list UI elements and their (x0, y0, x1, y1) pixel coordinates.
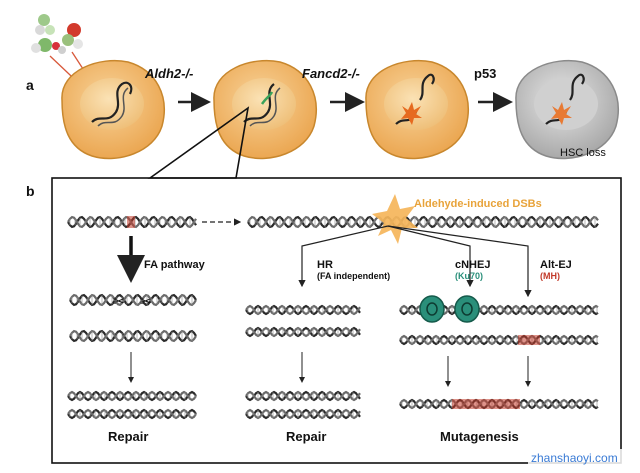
altej-branch-arrow (387, 225, 532, 298)
panel-a-label: a (26, 77, 34, 93)
cnhej-subtitle: (Ku70) (455, 271, 483, 281)
step-aldh2-label: Aldh2-/- (144, 66, 193, 81)
dna-mutagenesis-result (399, 398, 599, 410)
step-fancd2-label: Fancd2-/- (302, 66, 360, 81)
cnhej-title: cNHEJ (455, 259, 490, 271)
panel-b-label: b (26, 183, 35, 199)
result-mutagenesis: Mutagenesis (440, 429, 519, 444)
hr-branch-arrow (298, 225, 389, 288)
dna-nhej-lower (399, 334, 599, 346)
cell-normal-icon (61, 59, 165, 160)
ku70-ring-icon (419, 295, 445, 323)
ku70-ring-icon-2 (454, 295, 480, 323)
dna-fa-upper (69, 293, 197, 307)
hsc-loss-label: HSC loss (560, 147, 606, 159)
hr-subtitle: (FA independent) (317, 271, 390, 281)
panel-b-frame (51, 177, 622, 464)
altej-title: Alt-EJ (540, 259, 572, 271)
hr-title: HR (317, 259, 333, 271)
dna-fa-lower (69, 329, 197, 343)
step-p53-label: p53 (474, 66, 496, 81)
dna-hr-lower (245, 326, 361, 338)
altej-subtitle: (MH) (540, 271, 560, 281)
cell-aldh2-knockout-icon (213, 59, 317, 160)
dna-hr-upper (245, 304, 361, 316)
cnhej-branch-arrow (387, 225, 474, 288)
aldehyde-molecules-icon (31, 14, 83, 54)
result-repair-fa: Repair (108, 429, 148, 444)
dsb-label: Aldehyde-induced DSBs (414, 198, 542, 210)
dna-fa-result-2 (67, 408, 197, 420)
result-repair-hr: Repair (286, 429, 326, 444)
cell-fancd2-knockout-icon (365, 59, 469, 160)
fa-pathway-label: FA pathway (144, 259, 206, 271)
scissors-icon-2: ✂ (140, 293, 152, 309)
dsb-star-icon (372, 194, 418, 244)
dna-helices (67, 215, 599, 420)
dna-fa-result-1 (67, 390, 197, 402)
dna-top-right (247, 215, 599, 229)
dna-hr-result-2 (245, 408, 361, 420)
scissors-icon: ✂ (113, 293, 125, 309)
dna-hr-result-1 (245, 390, 361, 402)
dna-top-left (67, 215, 197, 229)
watermark-bg (528, 449, 632, 467)
watermark: zhanshaoyi.com (531, 451, 618, 465)
cell-dying-icon (515, 59, 619, 160)
